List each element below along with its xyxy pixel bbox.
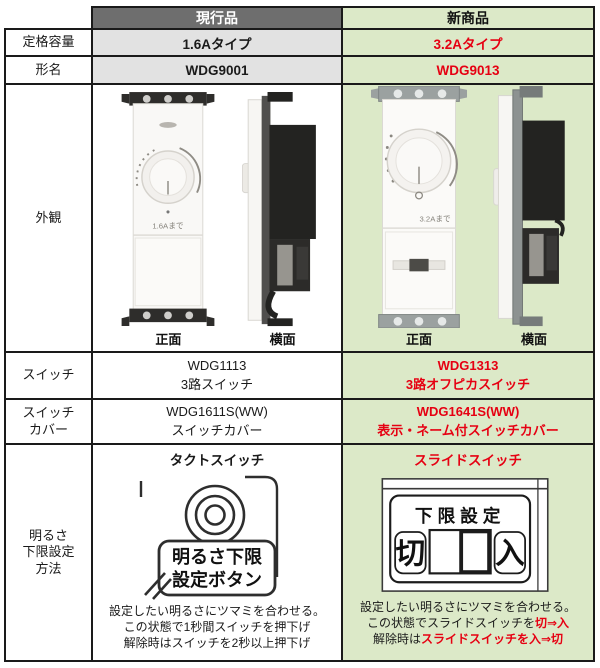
current-side-view-label: 横面 xyxy=(269,332,296,347)
switch-current-desc: 3路スイッチ xyxy=(180,376,254,392)
current-capacity-marking: 1.6Aまで xyxy=(153,221,185,230)
row-label-model-name: 形名 xyxy=(4,57,93,85)
new-front-view-figure: 3.2Aまで 正面 xyxy=(361,86,477,348)
brightness-button-label-line2: 設定ボタン xyxy=(172,569,262,590)
brightness-button-label-line1: 明るさ下限 xyxy=(172,547,263,567)
switch-cover-new-cell: WDG1641S(WW) 表示・ネーム付スイッチカバー xyxy=(343,400,595,445)
appearance-current-cell: 1.6Aまで 正面 xyxy=(93,85,343,353)
appearance-new-cell: 3.2Aまで 正面 xyxy=(343,85,595,353)
tact-switch-diagram: 明るさ下限 設定ボタン xyxy=(139,475,279,600)
current-side-view-figure: 横面 xyxy=(241,92,324,348)
slide-diagram-title: 下限設定 xyxy=(415,505,506,526)
switch-cover-current-desc: スイッチカバー xyxy=(171,422,263,438)
rated-capacity-new: 3.2Aタイプ xyxy=(343,30,595,57)
slide-switch-diagram: 下限設定 切 入 xyxy=(381,478,549,592)
model-name-new: WDG9013 xyxy=(343,57,595,85)
row-label-brightness-method: 明るさ 下限設定 方法 xyxy=(4,445,93,662)
switch-cover-current-cell: WDG1611S(WW) スイッチカバー xyxy=(93,400,343,445)
slide-diagram-on-label: 入 xyxy=(495,538,525,571)
comparison-table: 現行品 新商品 定格容量 1.6Aタイプ 3.2Aタイプ 形名 WDG9001 … xyxy=(4,6,595,662)
switch-cover-new-model: WDG1641S(WW) xyxy=(416,404,520,420)
switch-current-cell: WDG1113 3路スイッチ xyxy=(93,353,343,400)
row-label-appearance: 外観 xyxy=(4,85,93,353)
switch-new-desc: 3路オフピカスイッチ xyxy=(405,376,531,392)
new-switch-type-label: スライドスイッチ xyxy=(414,453,522,468)
switch-cover-new-desc: 表示・ネーム付スイッチカバー xyxy=(377,422,559,438)
switch-current-model: WDG1113 xyxy=(187,358,247,374)
rated-capacity-current: 1.6Aタイプ xyxy=(93,30,343,57)
brightness-new-cell: スライドスイッチ 下限設定 切 入 設定したい明るさにツマミを合わせる。 この状… xyxy=(343,445,595,662)
switch-new-cell: WDG1313 3路オフピカスイッチ xyxy=(343,353,595,400)
switch-new-model: WDG1313 xyxy=(437,358,499,374)
row-label-switch-cover: スイッチ カバー xyxy=(4,400,93,445)
new-front-view-photo: 3.2Aまで xyxy=(370,86,468,328)
brightness-current-cell: タクトスイッチ 明るさ下限 設定ボタン 設定したい明るさにツマミを合わせる。 こ… xyxy=(93,445,343,662)
switch-cover-current-model: WDG1611S(WW) xyxy=(166,404,268,420)
new-side-view-figure: 横面 xyxy=(493,86,575,348)
corner-empty-cell xyxy=(4,6,93,30)
column-header-new-product: 新商品 xyxy=(343,6,595,30)
new-method-note: 設定したい明るさにツマミを合わせる。 この状態でスライドスイッチを切⇒入 解除時… xyxy=(359,600,576,647)
new-side-view-photo xyxy=(493,86,565,327)
column-header-current-product: 現行品 xyxy=(93,6,343,30)
row-label-switch: スイッチ xyxy=(4,353,93,400)
current-method-note: 設定したい明るさにツマミを合わせる。 この状態で1秒間スイッチを押下げ 解除時は… xyxy=(108,604,325,651)
current-side-view-photo xyxy=(241,92,316,327)
new-front-view-label: 正面 xyxy=(405,332,432,347)
current-front-view-label: 正面 xyxy=(155,332,182,347)
new-capacity-marking: 3.2Aまで xyxy=(420,214,451,223)
slide-diagram-off-label: 切 xyxy=(396,538,426,571)
current-switch-type-label: タクトスイッチ xyxy=(169,453,265,468)
new-side-view-label: 横面 xyxy=(520,332,547,347)
current-front-view-photo: 1.6Aまで xyxy=(121,92,215,326)
current-front-view-figure: 1.6Aまで 正面 xyxy=(110,92,226,348)
model-name-current: WDG9001 xyxy=(93,57,343,85)
row-label-rated-capacity: 定格容量 xyxy=(4,30,93,57)
